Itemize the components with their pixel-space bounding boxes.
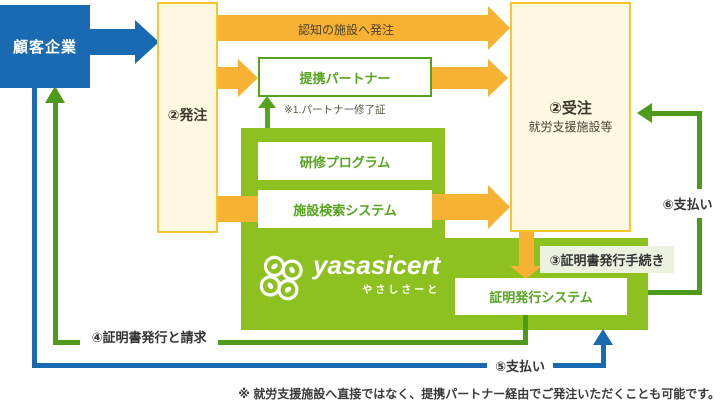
- facility-search-box: 施設検索システム: [258, 190, 432, 228]
- payment5-arrowhead-icon: [593, 329, 613, 345]
- payment5-line-down: [32, 88, 37, 368]
- order-to-partner-arrow-body: [218, 67, 240, 89]
- receive-to-certsystem-arrowhead-icon: [510, 266, 542, 279]
- customer-company-label: 顧客企業: [12, 39, 77, 56]
- order-to-partner-arrowhead-icon: [238, 59, 258, 97]
- cert-issue-text: ④証明書発行と請求: [91, 329, 207, 345]
- order-to-search-arrow-body: [218, 196, 258, 222]
- customer-to-order-arrow-body: [90, 29, 135, 55]
- cert-system-box: 証明発行システム: [455, 278, 627, 315]
- receive-box-subtitle: 就労支援施設等: [528, 120, 613, 134]
- cert-issue-arrowhead-icon: [45, 86, 65, 103]
- cert-issue-line-down: [523, 315, 528, 345]
- payment5-line-up: [601, 344, 606, 368]
- payment6-label: ⑥支払い: [652, 189, 723, 218]
- training-program-label: 研修プログラム: [299, 154, 391, 170]
- facility-search-label: 施設検索システム: [293, 202, 397, 218]
- customer-to-order-arrowhead-icon: [135, 20, 159, 64]
- known-facility-order-label: 認知の施設へ発注: [298, 23, 395, 37]
- cert-system-label: 証明発行システム: [489, 290, 593, 305]
- payment6-line-bottom: [648, 290, 702, 295]
- order-box-label: ②発注: [167, 107, 208, 123]
- yasasicert-logo: yasasicert やさしさーと: [257, 252, 441, 310]
- logo-kana: やさしさーと: [362, 285, 441, 296]
- receive-to-certsystem-arrow-body: [519, 232, 534, 266]
- diagram-footnote: ※ 就労支援施設へ直接ではなく、提携パートナー経由でご発注いただくことも可能です…: [238, 387, 720, 401]
- search-to-receive-arrow-body: [432, 194, 488, 220]
- partner-box: 提携パートナー: [258, 57, 432, 97]
- cert-issue-line-horizontal: [55, 340, 528, 345]
- cert-issue-line-up: [53, 102, 58, 345]
- payment6-text: ⑥支払い: [662, 197, 713, 212]
- known-facility-order-arrowhead-icon: [488, 6, 510, 50]
- partner-box-label: 提携パートナー: [299, 70, 391, 86]
- partner-cert-arrowhead-icon: [258, 96, 276, 108]
- payment6-arrowhead-icon: [637, 103, 652, 123]
- partner-to-receive-arrowhead-icon: [488, 59, 508, 97]
- partner-to-receive-arrow-body: [432, 67, 488, 89]
- payment5-line-horizontal: [32, 363, 606, 368]
- receive-box-title: ②受注: [549, 100, 592, 117]
- payment5-text: ⑤支払い: [494, 358, 545, 374]
- receive-box: [510, 2, 631, 232]
- customer-company-box: 顧客企業: [0, 5, 90, 88]
- cert-issue-label: ④証明書発行と請求: [80, 321, 218, 351]
- cert-procedure-text: ③証明書発行手続き: [549, 253, 665, 268]
- order-box: [157, 2, 218, 233]
- payment6-line-top: [651, 111, 701, 116]
- yasasicert-flower-icon: [259, 255, 303, 301]
- known-facility-order-arrow-body: [218, 15, 490, 41]
- training-program-box: 研修プログラム: [258, 142, 432, 180]
- cert-procedure-label: ③証明書発行手続き: [540, 246, 674, 273]
- partner-cert-arrow-stem: [265, 106, 270, 128]
- partner-cert-note: ※1.パートナー修了証: [284, 104, 386, 116]
- payment5-label: ⑤支払い: [487, 350, 553, 380]
- logo-wordmark: yasasicert: [313, 250, 441, 280]
- search-to-receive-arrowhead-icon: [488, 185, 510, 229]
